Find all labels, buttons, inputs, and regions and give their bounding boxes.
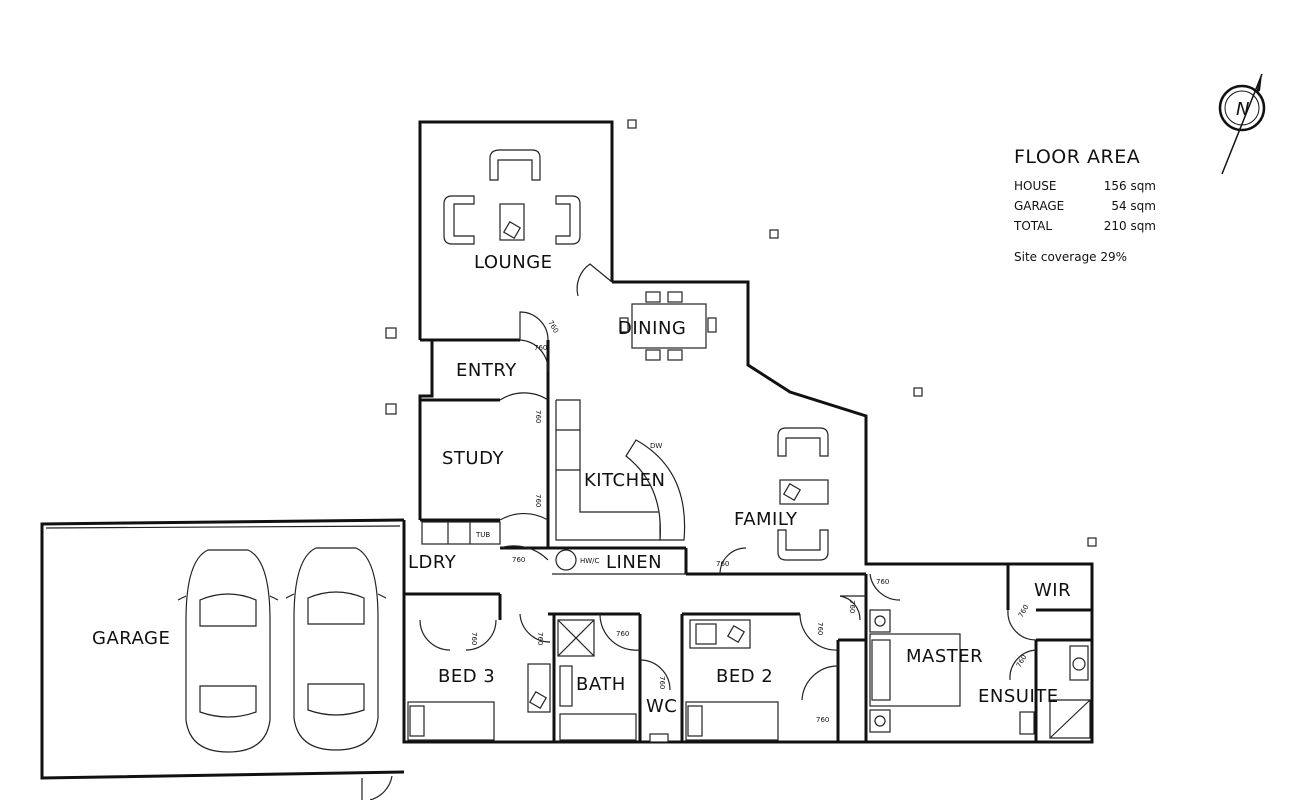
family-furniture: [777, 427, 829, 561]
compass-letter: N: [1236, 99, 1249, 120]
door-size-tag: 760: [816, 716, 829, 724]
site-pegs: [385, 119, 1097, 547]
room-label-lounge: LOUNGE: [474, 252, 553, 273]
floor-area-title: FLOOR AREA: [1014, 146, 1141, 168]
floor-area-label: TOTAL: [1014, 219, 1053, 233]
room-label-ensuite: ENSUITE: [978, 686, 1059, 707]
door-size-tags: 760 760 760 760 760 760 760 760 760 760 …: [470, 319, 1030, 724]
north-arrow-icon: N: [1218, 73, 1266, 175]
floor-area-value: 54 sqm: [1111, 199, 1156, 213]
floor-area-value: 210 sqm: [1103, 219, 1156, 233]
door-size-tag: 760: [816, 622, 824, 635]
floor-area-row: HOUSE 156 sqm: [1014, 176, 1214, 196]
dining-furniture: [619, 291, 717, 361]
floor-area-value: 156 sqm: [1103, 179, 1156, 193]
room-label-family: FAMILY: [734, 509, 798, 530]
room-label-kitchen: KITCHEN: [584, 470, 666, 491]
floor-area-row: TOTAL 210 sqm: [1014, 216, 1214, 236]
floor-area-label: HOUSE: [1014, 179, 1057, 193]
door-size-tag: 760: [534, 344, 547, 352]
door-size-tag: 760: [716, 560, 729, 568]
room-label-ldry: LDRY: [408, 552, 457, 573]
room-label-garage: GARAGE: [92, 628, 170, 649]
room-label-wir: WIR: [1034, 580, 1071, 601]
room-label-entry: ENTRY: [456, 360, 517, 381]
door-size-tag: 760: [1015, 653, 1029, 669]
room-label-linen: LINEN: [606, 552, 662, 573]
floor-area-row: GARAGE 54 sqm: [1014, 196, 1214, 216]
door-size-tag: 760: [534, 410, 542, 423]
room-label-study: STUDY: [442, 448, 504, 469]
door-size-tag: 760: [658, 676, 666, 689]
room-label-dining: DINING: [618, 318, 686, 339]
lounge-furniture: [443, 149, 581, 245]
laundry-fixtures: TUB HW/C DW: [421, 442, 662, 571]
interior-walls: [420, 338, 1092, 742]
floor-area-label: GARAGE: [1014, 199, 1065, 213]
bathroom-fixtures: [557, 619, 1091, 743]
door-size-tag: 760: [470, 632, 478, 645]
room-label-bed2: BED 2: [716, 666, 773, 687]
bedroom-furniture: [407, 609, 961, 741]
room-label-bed3: BED 3: [438, 666, 495, 687]
tub-label: TUB: [475, 531, 490, 539]
room-label-master: MASTER: [906, 646, 983, 667]
door-size-tag: 760: [876, 578, 889, 586]
room-label-wc: WC: [646, 696, 677, 717]
site-coverage: Site coverage 29%: [1014, 250, 1128, 264]
garage-cars: [177, 547, 387, 753]
door-size-tag: 760: [848, 600, 856, 613]
exterior-walls: [40, 120, 1094, 780]
room-labels: LOUNGE DINING ENTRY STUDY KITCHEN FAMILY…: [92, 252, 1071, 717]
dishwasher-label: DW: [650, 442, 662, 450]
door-size-tag: 760: [546, 319, 560, 335]
door-swings: [361, 263, 1037, 800]
door-size-tag: 760: [512, 556, 525, 564]
door-size-tag: 760: [534, 494, 542, 507]
door-size-tag: 760: [616, 630, 629, 638]
door-size-tag: 760: [536, 632, 544, 645]
door-size-tag: 760: [1017, 603, 1031, 619]
room-label-bath: BATH: [576, 674, 626, 695]
hot-water-cylinder-label: HW/C: [580, 557, 600, 565]
floor-area-legend: FLOOR AREA HOUSE 156 sqm GARAGE 54 sqm T…: [1014, 146, 1214, 264]
